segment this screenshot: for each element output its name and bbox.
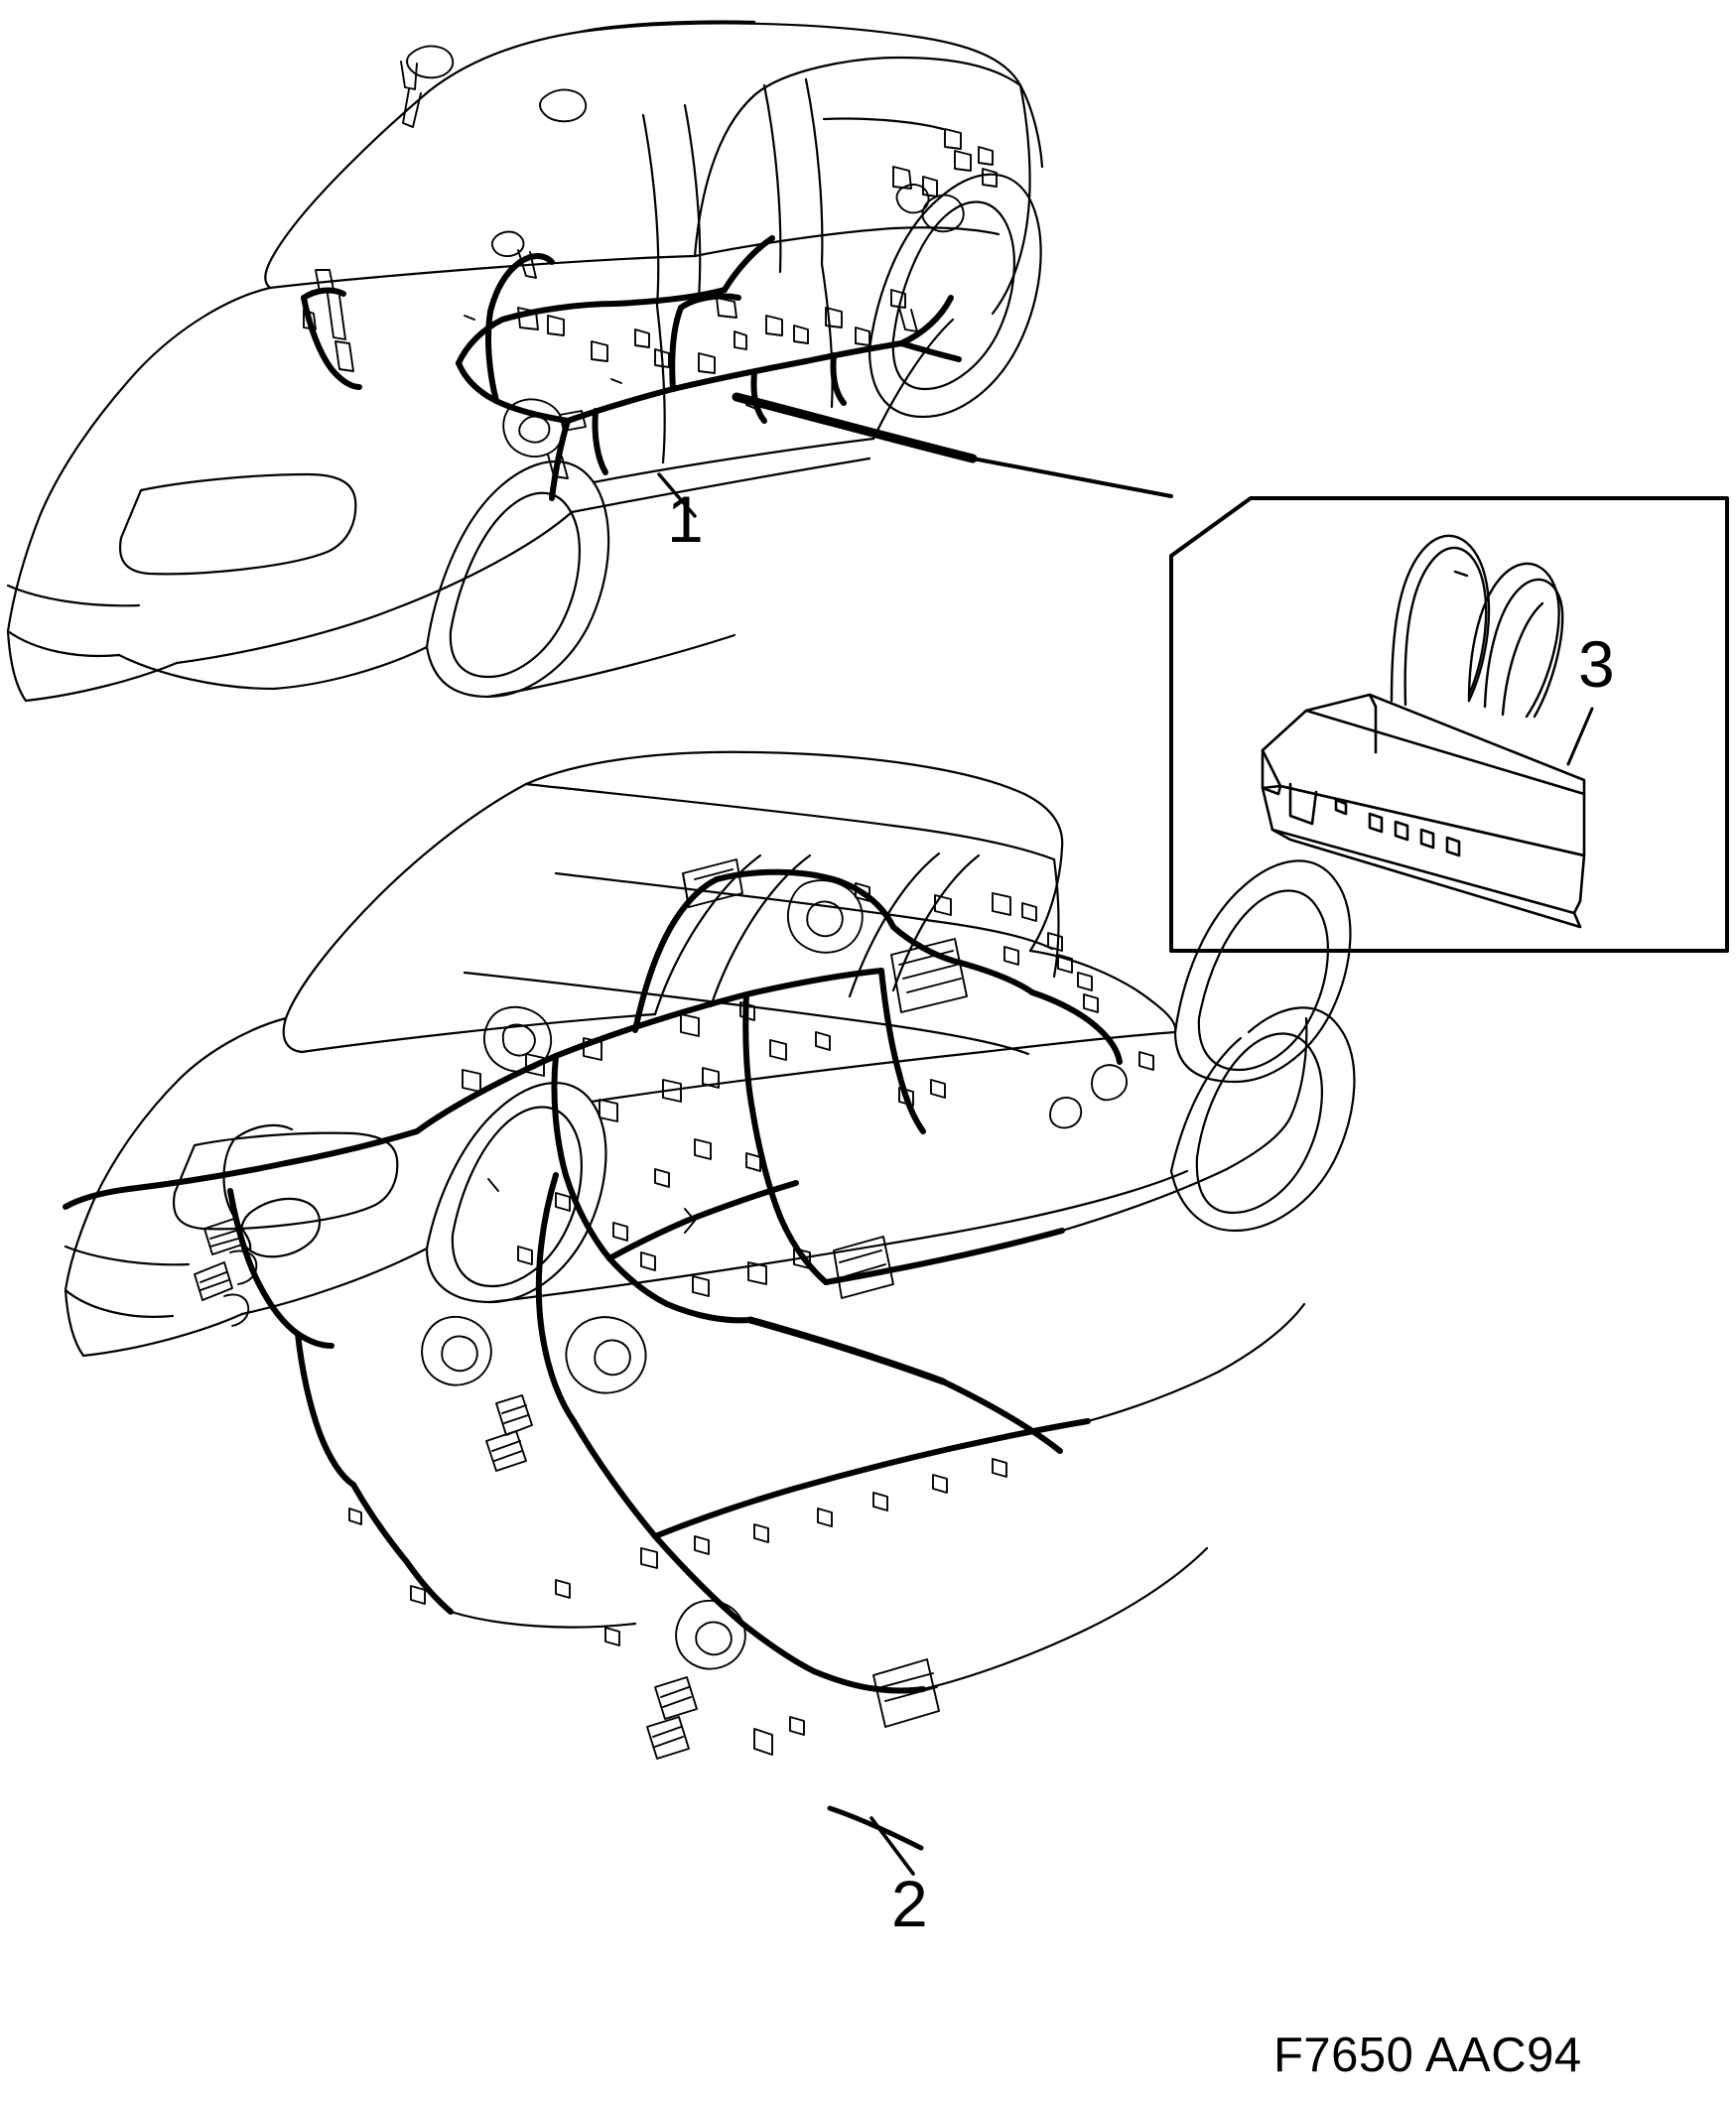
lower-lead-detail bbox=[348, 1458, 1007, 1760]
inset-frame bbox=[1169, 496, 1729, 953]
callout-3-leader bbox=[1566, 707, 1594, 766]
lower-body-outline bbox=[64, 750, 1352, 1358]
upper-wiring-harness bbox=[301, 235, 1173, 501]
callout-2-number: 2 bbox=[891, 1867, 928, 1940]
lower-body-rear-quarter bbox=[1169, 1006, 1356, 1233]
lower-harness-detail bbox=[194, 858, 1154, 1472]
connector-detail-inset bbox=[1169, 496, 1729, 953]
lower-sill-long-lead bbox=[350, 1379, 1091, 1694]
upper-harness-detail bbox=[303, 45, 998, 479]
lower-wiring-harness bbox=[63, 868, 1123, 1488]
callout-1-leader bbox=[657, 472, 697, 518]
connector-3 bbox=[1261, 693, 1586, 929]
callout-2-leader bbox=[827, 1805, 924, 1876]
callout-1-number: 1 bbox=[667, 482, 704, 556]
lower-body-outline-rear bbox=[449, 1016, 1308, 1691]
connector-wire-loops bbox=[1390, 534, 1564, 719]
callout-3-number: 3 bbox=[1578, 627, 1615, 701]
figure-caption: F7650 AAC94 bbox=[1273, 2029, 1582, 2082]
upper-body-outline bbox=[6, 20, 1044, 703]
